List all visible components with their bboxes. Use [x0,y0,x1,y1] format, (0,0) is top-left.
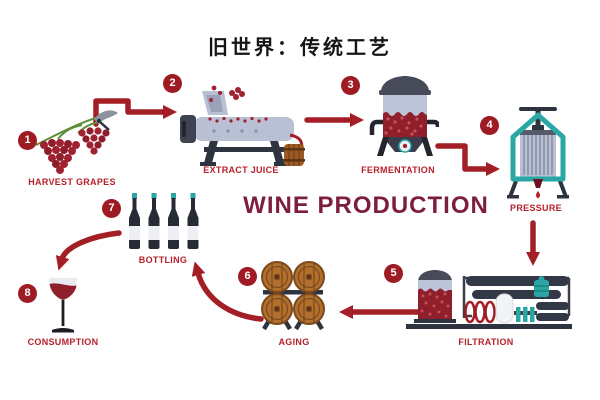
arrow-aging-to-bottling [191,261,264,322]
step-label-harvest-grapes: HARVEST GRAPES [28,177,116,187]
step-label-extract-juice: EXTRACT JUICE [203,165,279,175]
step-label-consumption: CONSUMPTION [27,337,99,347]
step-badge-7: 7 [102,199,121,218]
arrow-fermentation-to-pressure [435,143,500,176]
oak-barrels-icon [261,261,325,331]
step-badge-5: 5 [384,264,403,283]
step-label-aging: AGING [278,337,310,347]
filtration-system-icon [406,270,572,329]
step-badge-1: 1 [18,131,37,150]
pump-icon [534,276,549,297]
diagram-heading: WINE PRODUCTION [243,192,489,219]
step-badge-8: 8 [18,284,37,303]
juice-barrel-icon [283,144,305,166]
step-badge-3: 3 [341,76,360,95]
step-label-filtration: FILTRATION [458,337,514,347]
grapes-icon [35,110,118,174]
pruning-shears-icon [94,110,118,131]
wine-press-icon [507,107,569,199]
crusher-machine-icon [180,85,305,166]
step-label-pressure: PRESSURE [510,203,562,213]
step-badge-2: 2 [163,74,182,93]
wine-bottles-icon [129,193,199,249]
arrow-harvest-to-extract [93,98,177,127]
step-badge-6: 6 [238,267,257,286]
step-label-bottling: BOTTLING [138,255,188,265]
fermentation-tank-icon [369,76,439,156]
arrow-bottling-to-consumption [55,230,122,271]
wine-glass-icon [49,278,77,333]
page-title: 旧世界：传统工艺 [208,37,392,59]
step-badge-4: 4 [480,116,499,135]
step-label-fermentation: FERMENTATION [361,165,435,175]
